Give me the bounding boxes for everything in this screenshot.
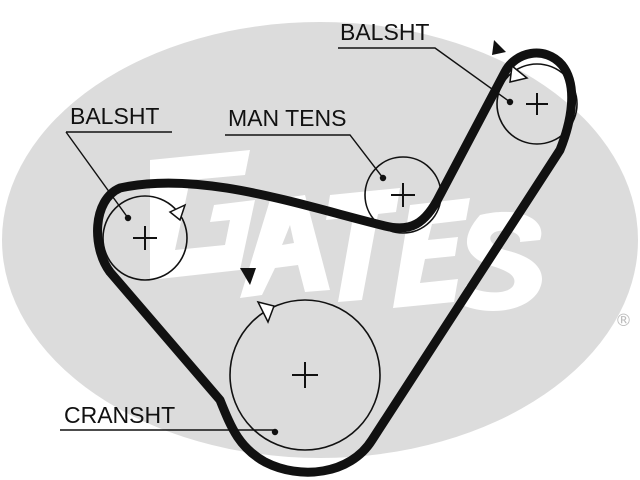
leader-balsht-right: [338, 47, 511, 103]
leader-dot: [271, 428, 279, 436]
leader-lines: [60, 47, 514, 436]
timing-mark-icon: [240, 268, 256, 285]
pulley-crankshaft: [229, 268, 381, 451]
leader-dot: [379, 174, 387, 182]
crosshair-icon: [133, 226, 157, 250]
pulley-manual-tensioner: [364, 156, 442, 234]
logo-oval: [2, 22, 638, 458]
leader-dot: [124, 214, 132, 222]
pulley-balance-shaft-right: [492, 40, 578, 145]
timing-mark-icon: [492, 40, 506, 55]
registered-mark: ®: [615, 311, 632, 331]
label-balsht-right: BALSHT: [340, 19, 429, 45]
timing-mark-icon: [509, 64, 529, 83]
timing-mark-icon: [256, 300, 275, 324]
label-cransht: CRANSHT: [64, 402, 175, 428]
crosshair-icon: [391, 183, 415, 207]
crosshair-icon: [292, 362, 318, 388]
label-balsht-left: BALSHT: [70, 103, 159, 129]
leader-dot: [506, 98, 514, 106]
timing-belt: [93, 48, 577, 477]
pulley-balance-shaft-left: [102, 195, 188, 281]
timing-mark-icon: [168, 203, 187, 222]
label-man-tens: MAN TENS: [228, 105, 346, 131]
leader-man-tens: [225, 134, 384, 179]
crosshair-icon: [526, 93, 548, 115]
leader-balsht-left-arm: [65, 131, 129, 219]
